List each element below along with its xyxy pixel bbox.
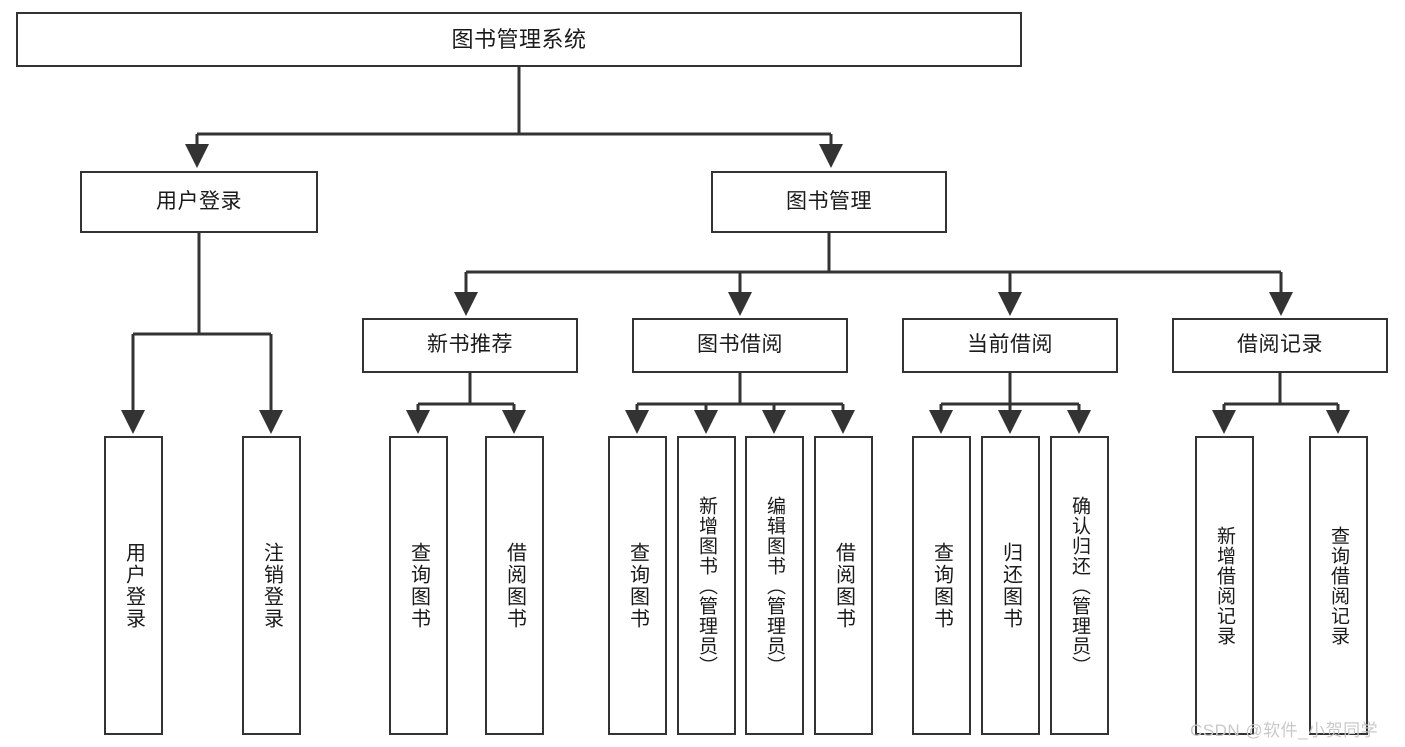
leaf-query-book-2[interactable]: 查询图书 xyxy=(608,436,667,735)
leaf-add-record-label: 新增借阅记录 xyxy=(1214,525,1235,646)
leaf-borrow-book-1-label: 借阅图书 xyxy=(503,541,526,630)
leaf-query-book-1[interactable]: 查询图书 xyxy=(389,436,448,735)
node-book-manage[interactable]: 图书管理 xyxy=(711,171,947,233)
leaf-user-login[interactable]: 用户登录 xyxy=(104,436,163,735)
leaf-query-record[interactable]: 查询借阅记录 xyxy=(1309,436,1368,735)
node-book-manage-label: 图书管理 xyxy=(786,189,872,213)
leaf-query-book-3-label: 查询图书 xyxy=(930,541,953,630)
leaf-query-book-3[interactable]: 查询图书 xyxy=(912,436,971,735)
leaf-confirm-return-label: 确认归还（管理员） xyxy=(1069,495,1090,676)
leaf-borrow-book-2-label: 借阅图书 xyxy=(832,541,855,630)
node-user-login[interactable]: 用户登录 xyxy=(80,171,318,233)
leaf-logout-login[interactable]: 注销登录 xyxy=(242,436,301,735)
node-new-book-recommend-label: 新书推荐 xyxy=(427,333,513,357)
leaf-return-book-label: 归还图书 xyxy=(999,541,1022,630)
leaf-edit-book[interactable]: 编辑图书（管理员） xyxy=(745,436,804,735)
leaf-query-record-label: 查询借阅记录 xyxy=(1328,525,1349,646)
node-current-borrow[interactable]: 当前借阅 xyxy=(902,318,1118,373)
leaf-borrow-book-1[interactable]: 借阅图书 xyxy=(485,436,544,735)
node-book-borrow-label: 图书借阅 xyxy=(697,333,783,357)
node-current-borrow-label: 当前借阅 xyxy=(967,333,1053,357)
leaf-add-book[interactable]: 新增图书（管理员） xyxy=(677,436,736,735)
leaf-return-book[interactable]: 归还图书 xyxy=(981,436,1040,735)
leaf-user-login-label: 用户登录 xyxy=(122,541,145,630)
leaf-borrow-book-2[interactable]: 借阅图书 xyxy=(814,436,873,735)
leaf-query-book-1-label: 查询图书 xyxy=(407,541,430,630)
leaf-query-book-2-label: 查询图书 xyxy=(626,541,649,630)
leaf-edit-book-label: 编辑图书（管理员） xyxy=(764,495,785,676)
node-borrow-record[interactable]: 借阅记录 xyxy=(1172,318,1388,373)
leaf-logout-login-label: 注销登录 xyxy=(260,541,283,630)
leaf-confirm-return[interactable]: 确认归还（管理员） xyxy=(1050,436,1109,735)
node-book-borrow[interactable]: 图书借阅 xyxy=(632,318,848,373)
node-new-book-recommend[interactable]: 新书推荐 xyxy=(362,318,578,373)
node-root-label: 图书管理系统 xyxy=(451,26,587,52)
node-user-login-label: 用户登录 xyxy=(156,189,242,213)
leaf-add-record[interactable]: 新增借阅记录 xyxy=(1195,436,1254,735)
node-borrow-record-label: 借阅记录 xyxy=(1237,333,1323,357)
node-root[interactable]: 图书管理系统 xyxy=(16,12,1022,67)
csdn-watermark: CSDN @软件_小贺同学 xyxy=(1190,721,1379,740)
leaf-add-book-label: 新增图书（管理员） xyxy=(696,495,717,676)
